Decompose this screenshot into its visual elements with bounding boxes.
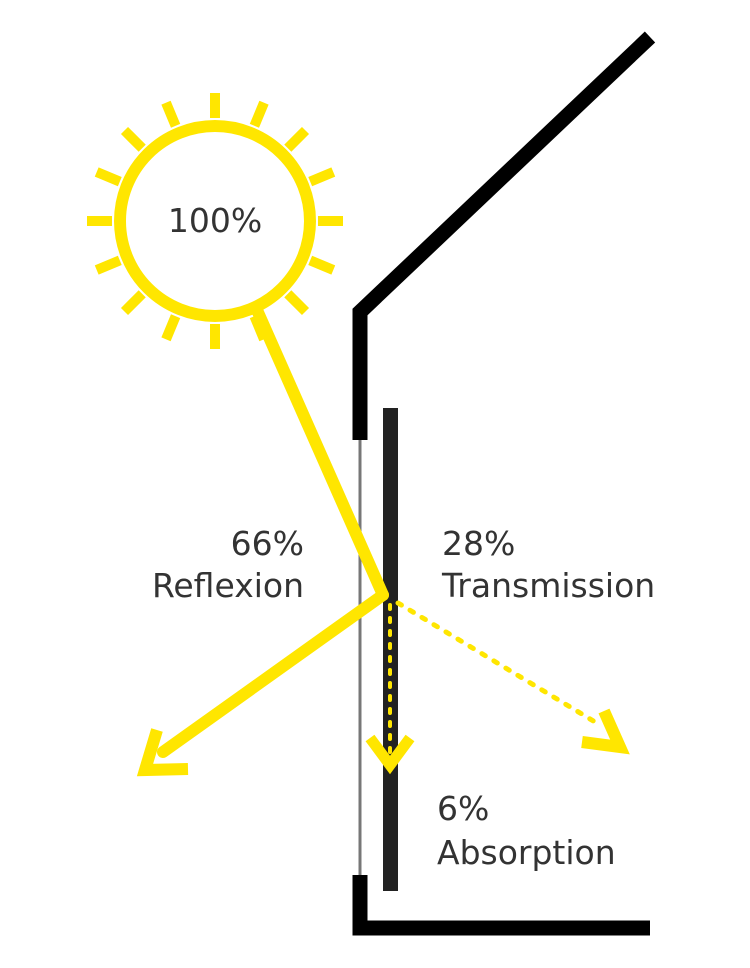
sun-ray (308, 255, 336, 275)
transmission-percent-label: 28% (442, 524, 515, 563)
sun-ray (284, 290, 310, 316)
reflection-arrow (136, 589, 389, 777)
sun-ray (161, 100, 181, 128)
building-roof-wall (352, 31, 656, 440)
absorption-percent-label: 6% (437, 789, 489, 828)
transmission-name-label: Transmission (441, 566, 655, 605)
sun-percent-label: 100% (168, 201, 262, 240)
sun-ray (94, 255, 122, 275)
reflection-name-label: Reflexion (152, 566, 304, 605)
absorption-name-label: Absorption (437, 833, 616, 872)
incoming-sun-ray (251, 304, 389, 601)
transmission-arrow (395, 600, 630, 755)
sun-ray (120, 290, 146, 316)
sun-ray (161, 314, 181, 342)
sun-ray (284, 126, 310, 152)
sun-ray (120, 126, 146, 152)
sun-icon (87, 93, 343, 349)
reflection-percent-label: 66% (231, 524, 304, 563)
sun-ray (308, 167, 336, 187)
absorption-arrow (365, 603, 415, 775)
building-floor-wall (352, 875, 650, 936)
sun-ray (249, 100, 269, 128)
sun-ray (94, 167, 122, 187)
